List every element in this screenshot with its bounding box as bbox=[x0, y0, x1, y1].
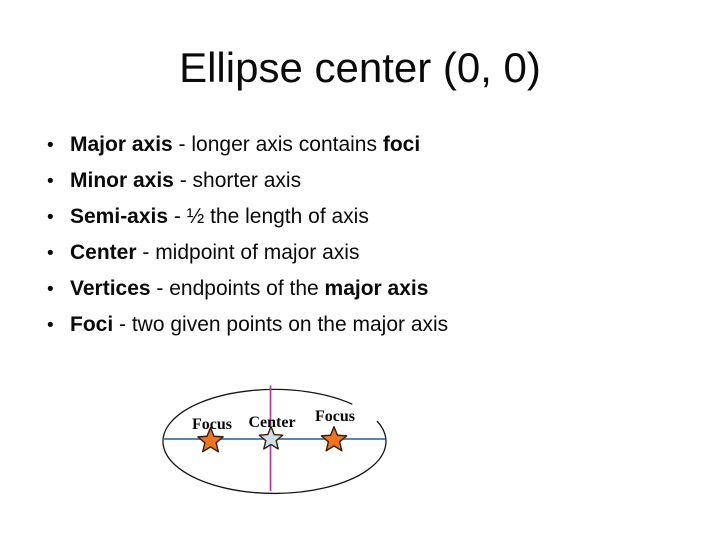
bullet-text: Center - midpoint of major axis bbox=[70, 241, 360, 264]
bullet-text: Vertices - endpoints of the major axis bbox=[70, 277, 429, 300]
bullet-text: Major axis - longer axis contains foci bbox=[70, 133, 421, 156]
left-focus-star-icon bbox=[197, 426, 224, 453]
bullet-item-center: • Center - midpoint of major axis bbox=[47, 235, 667, 271]
center-label: Center bbox=[248, 414, 295, 431]
bullet-item-foci: • Foci - two given points on the major a… bbox=[47, 307, 667, 343]
left-focus-label: Focus bbox=[192, 416, 232, 433]
bullet-item-major-axis: • Major axis - longer axis contains foci bbox=[47, 127, 667, 163]
bullet-icon: • bbox=[47, 171, 54, 192]
bullet-list: • Major axis - longer axis contains foci… bbox=[47, 127, 667, 343]
ellipse-outline bbox=[162, 388, 387, 495]
bullet-text: Semi-axis - ½ the length of axis bbox=[70, 205, 369, 228]
bullet-icon: • bbox=[47, 315, 54, 336]
bullet-icon: • bbox=[47, 207, 54, 228]
center-star-icon bbox=[258, 425, 284, 450]
bullet-icon: • bbox=[47, 279, 54, 300]
bullet-item-minor-axis: • Minor axis - shorter axis bbox=[47, 163, 667, 199]
bullet-text: Foci - two given points on the major axi… bbox=[70, 313, 449, 336]
bullet-icon: • bbox=[47, 243, 54, 264]
right-focus-label: Focus bbox=[315, 408, 355, 425]
bullet-item-semi-axis: • Semi-axis - ½ the length of axis bbox=[47, 199, 667, 235]
bullet-item-vertices: • Vertices - endpoints of the major axis bbox=[47, 271, 667, 307]
bullet-text: Minor axis - shorter axis bbox=[70, 169, 302, 192]
right-focus-star-icon bbox=[320, 425, 348, 452]
bullet-icon: • bbox=[47, 135, 54, 156]
slide-title: Ellipse center (0, 0) bbox=[179, 44, 541, 91]
